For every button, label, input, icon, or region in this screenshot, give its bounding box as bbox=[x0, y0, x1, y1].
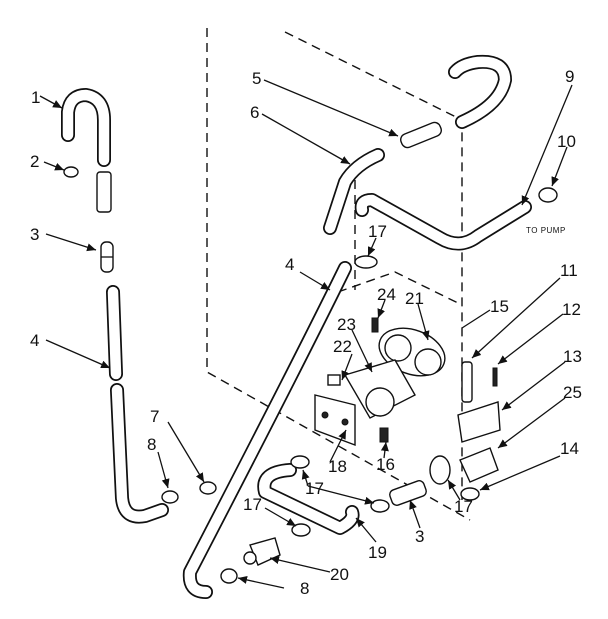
leader-lines bbox=[39, 79, 573, 589]
label-21: 21 bbox=[405, 289, 424, 308]
label-16: 16 bbox=[376, 455, 395, 474]
label-19: 19 bbox=[368, 543, 387, 562]
diagonal-hose bbox=[182, 261, 352, 599]
label-4-mid: 4 bbox=[285, 255, 294, 274]
part-labels: 1 2 3 4 5 6 9 10 TO PUMP 17 4 24 21 11 1… bbox=[30, 67, 582, 598]
label-17-mid: 17 bbox=[305, 479, 324, 498]
label-3-right: 3 bbox=[415, 527, 424, 546]
label-18: 18 bbox=[328, 457, 347, 476]
label-23: 23 bbox=[337, 315, 356, 334]
label-7: 7 bbox=[150, 407, 159, 426]
label-14: 14 bbox=[560, 439, 579, 458]
to-pump-note: TO PUMP bbox=[526, 226, 566, 235]
label-4-left: 4 bbox=[30, 331, 39, 350]
label-24: 24 bbox=[377, 285, 396, 304]
label-2: 2 bbox=[30, 152, 39, 171]
label-22: 22 bbox=[333, 337, 352, 356]
label-13: 13 bbox=[563, 347, 582, 366]
left-tubing bbox=[61, 88, 217, 524]
label-9: 9 bbox=[565, 67, 574, 86]
label-20: 20 bbox=[330, 565, 349, 584]
label-5: 5 bbox=[252, 69, 261, 88]
label-25: 25 bbox=[563, 383, 582, 402]
label-10: 10 bbox=[557, 132, 576, 151]
label-15: 15 bbox=[490, 297, 509, 316]
label-12: 12 bbox=[562, 300, 581, 319]
label-6: 6 bbox=[250, 103, 259, 122]
label-17-right: 17 bbox=[454, 497, 473, 516]
label-17-top: 17 bbox=[368, 222, 387, 241]
right-parts bbox=[429, 361, 501, 501]
label-3-left: 3 bbox=[30, 225, 39, 244]
label-1: 1 bbox=[31, 88, 40, 107]
top-tubing bbox=[323, 54, 558, 269]
label-11: 11 bbox=[560, 261, 578, 280]
label-8-left: 8 bbox=[147, 435, 156, 454]
label-8-bottom: 8 bbox=[300, 579, 309, 598]
label-17-lower: 17 bbox=[243, 495, 262, 514]
